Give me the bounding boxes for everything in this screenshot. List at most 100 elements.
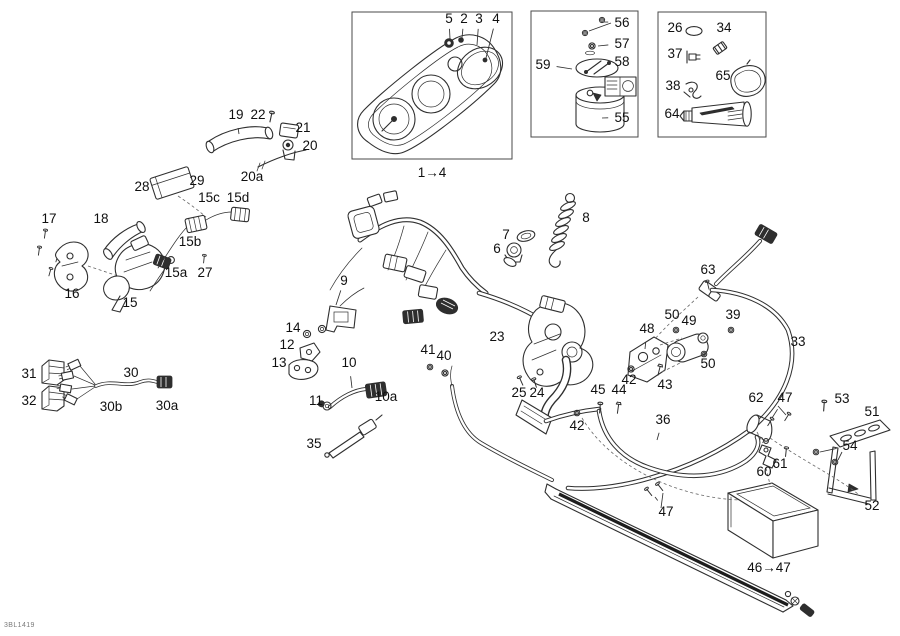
leader-line-4 — [485, 28, 494, 59]
callout-25: 25 — [511, 385, 526, 400]
callout-14: 14 — [285, 320, 301, 335]
callout-3: 3 — [475, 11, 483, 26]
callout-15b: 15b — [179, 234, 202, 249]
callout-1→4: 1→4 — [418, 165, 447, 180]
callout-16: 16 — [64, 286, 79, 301]
plate-13 — [288, 359, 319, 380]
diagram-code: 3BL1419 — [4, 622, 35, 629]
leader-line-9 — [335, 290, 342, 306]
switch-housing-15 — [103, 235, 172, 313]
nut-41 — [426, 363, 434, 371]
tether-cap — [516, 230, 536, 242]
callout-52: 52 — [864, 498, 879, 513]
callout-13: 13 — [271, 355, 286, 370]
leader-line-59 — [556, 66, 573, 70]
leader-line-10 — [350, 376, 353, 389]
clip-38 — [683, 81, 702, 99]
battery — [727, 482, 819, 559]
nut-39 — [727, 326, 735, 334]
callout-38: 38 — [665, 78, 680, 93]
pump-assembly — [476, 290, 602, 435]
connector-10a — [364, 381, 388, 399]
o-ring — [685, 26, 703, 36]
callout-11: 11 — [309, 393, 323, 408]
bolt-44 — [614, 401, 622, 415]
module-28-29 — [149, 166, 195, 200]
bolt-53 — [820, 399, 828, 412]
nut-50a — [672, 326, 680, 334]
callout-2: 2 — [460, 11, 468, 26]
callout-20a: 20a — [241, 169, 264, 184]
main-harness — [325, 190, 489, 333]
callout-36: 36 — [655, 412, 670, 427]
callout-48: 48 — [639, 321, 654, 336]
antenna-35 — [324, 414, 383, 459]
pump-foot — [515, 399, 553, 435]
accessory-harness — [41, 358, 173, 412]
callout-55: 55 — [614, 110, 629, 125]
callout-50: 50 — [664, 307, 679, 322]
callout-15c: 15c — [198, 190, 220, 205]
connector-15d — [230, 206, 251, 223]
callout-37: 37 — [667, 46, 682, 61]
callout-8: 8 — [582, 210, 590, 225]
callout-58: 58 — [614, 54, 629, 69]
callout-64: 64 — [664, 106, 680, 121]
warning-sticker — [592, 76, 637, 102]
harness-main-connector — [347, 205, 380, 239]
wire-15b — [157, 225, 189, 269]
terminal-bracket-60 — [758, 438, 777, 469]
inset-box-capacitor — [530, 10, 639, 138]
connector-30a — [156, 375, 173, 389]
console-assembly — [357, 34, 504, 155]
screw-17 — [41, 228, 49, 239]
callout-54: 54 — [842, 438, 858, 453]
callout-46→47: 46→47 — [747, 560, 791, 575]
battery-assembly — [581, 399, 891, 559]
callout-35: 35 — [306, 436, 321, 451]
callout-30a: 30a — [156, 398, 179, 413]
callout-12: 12 — [279, 337, 294, 352]
handlebar-parts — [35, 110, 307, 313]
relay-31 — [41, 359, 65, 386]
battery-cables — [450, 224, 795, 491]
callout-18: 18 — [93, 211, 108, 226]
starter-assembly — [627, 332, 709, 383]
callout-29: 29 — [189, 173, 204, 188]
push-rivet — [686, 50, 701, 64]
module-21 — [278, 122, 300, 139]
leader-line-47 — [771, 408, 778, 419]
battery-hold-down — [826, 419, 891, 505]
sealant-tube — [679, 101, 752, 127]
inset-box-hardware-kit — [657, 11, 767, 138]
ground-strap — [544, 481, 815, 617]
leader-line-57 — [597, 44, 609, 47]
callout-56: 56 — [614, 15, 629, 30]
wire-15a — [149, 262, 170, 292]
small-brackets — [288, 324, 327, 380]
callout-26: 26 — [667, 20, 682, 35]
bracket-16 — [53, 241, 89, 292]
callout-15a: 15a — [165, 265, 188, 280]
screw-22 — [267, 110, 276, 123]
callout-47: 47 — [777, 390, 792, 405]
leader-line-48 — [644, 342, 647, 350]
cable-20a — [257, 149, 307, 168]
connector-15b — [184, 214, 208, 234]
callout-15: 15 — [122, 295, 137, 310]
callout-42: 42 — [569, 418, 584, 433]
callout-10: 10 — [341, 355, 356, 370]
callout-7: 7 — [502, 227, 510, 242]
callout-9: 9 — [340, 273, 348, 288]
callout-31: 31 — [21, 366, 36, 381]
screw-27 — [201, 253, 207, 264]
callout-57: 57 — [614, 36, 629, 51]
callout-32: 32 — [21, 393, 36, 408]
callout-42: 42 — [621, 372, 636, 387]
callout-45: 45 — [590, 382, 605, 397]
callout-10a: 10a — [375, 389, 398, 404]
leader-line-5 — [449, 28, 451, 40]
callout-20: 20 — [302, 138, 317, 153]
